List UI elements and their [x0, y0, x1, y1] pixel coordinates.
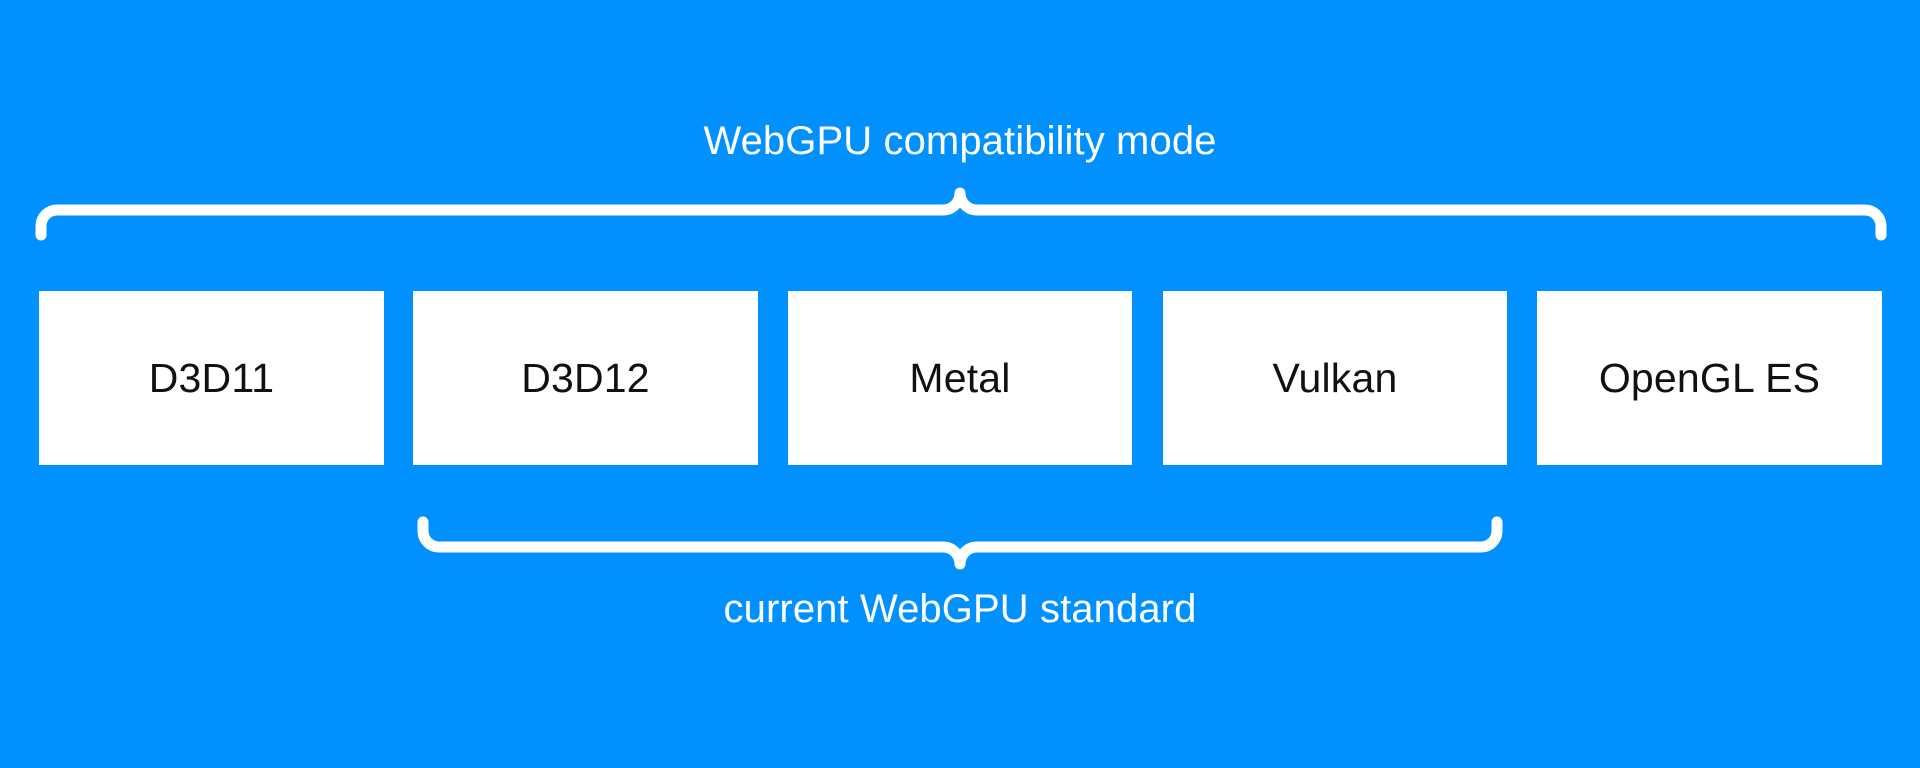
api-box-vulkan[interactable]: Vulkan — [1163, 291, 1507, 465]
bottom-brace-icon — [417, 516, 1503, 570]
api-box-label: Metal — [909, 355, 1011, 401]
api-box-label: D3D12 — [521, 355, 650, 401]
top-brace-icon — [35, 187, 1887, 241]
api-box-opengl-es[interactable]: OpenGL ES — [1537, 291, 1882, 465]
api-box-d3d12[interactable]: D3D12 — [413, 291, 758, 465]
top-group-label: WebGPU compatibility mode — [703, 119, 1217, 163]
api-box-label: D3D11 — [148, 355, 275, 401]
api-box-d3d11[interactable]: D3D11 — [39, 291, 384, 465]
api-box-label: OpenGL ES — [1598, 355, 1821, 401]
api-box-label: Vulkan — [1272, 355, 1398, 401]
api-box-metal[interactable]: Metal — [788, 291, 1132, 465]
bottom-group-label: current WebGPU standard — [723, 587, 1197, 631]
